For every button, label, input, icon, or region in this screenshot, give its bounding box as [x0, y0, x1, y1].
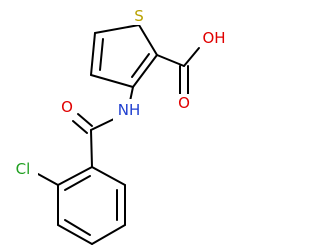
carboxyl-oxygen-label: O — [178, 94, 190, 112]
bond-c3-c2 — [132, 54, 158, 88]
bond-s-c5 — [94, 24, 140, 34]
bond-ar3-ar4-inner — [64, 219, 91, 236]
bond-c4-c3 — [90, 74, 134, 88]
bond-c3-c2-inner — [131, 53, 150, 78]
bond-c5-c4-inner — [99, 38, 104, 71]
bond-ccarbonyl-o — [77, 113, 93, 127]
amide-oxygen-label: O — [61, 98, 73, 116]
sulfur-label: S — [134, 7, 144, 25]
bond-ccarbonyl-ar1 — [90, 129, 93, 168]
chlorine-label: Cl — [16, 160, 31, 178]
bond-ar2-cl — [37, 173, 59, 186]
bond-c2-s — [138, 24, 158, 56]
bond-ar3-ar4 — [57, 224, 93, 245]
chemical-structure: S OH O NH O Cl — [10, 7, 230, 245]
bond-ccarbonyl-o-double — [72, 120, 88, 134]
bond-ar4-ar5 — [91, 224, 126, 245]
atom-labels: S OH O NH O Cl — [10, 7, 230, 181]
hydroxyl-label: OH — [202, 29, 225, 47]
bond-c2-ccarboxyl — [156, 54, 185, 67]
bond-ccarboxyl-oh — [183, 47, 200, 67]
amide-nitrogen-label: NH — [118, 101, 141, 119]
bond-c5-c4 — [90, 32, 96, 76]
carboxylic-acid-group — [156, 47, 200, 99]
bond-ar1-ar2 — [57, 166, 93, 186]
bond-n-ccarbonyl — [90, 117, 117, 131]
bond-ar1-ar2-inner — [64, 175, 91, 191]
bond-ar6-ar1 — [91, 166, 126, 186]
chlorophenyl-ring — [37, 129, 126, 245]
thiophene-ring — [90, 24, 158, 88]
